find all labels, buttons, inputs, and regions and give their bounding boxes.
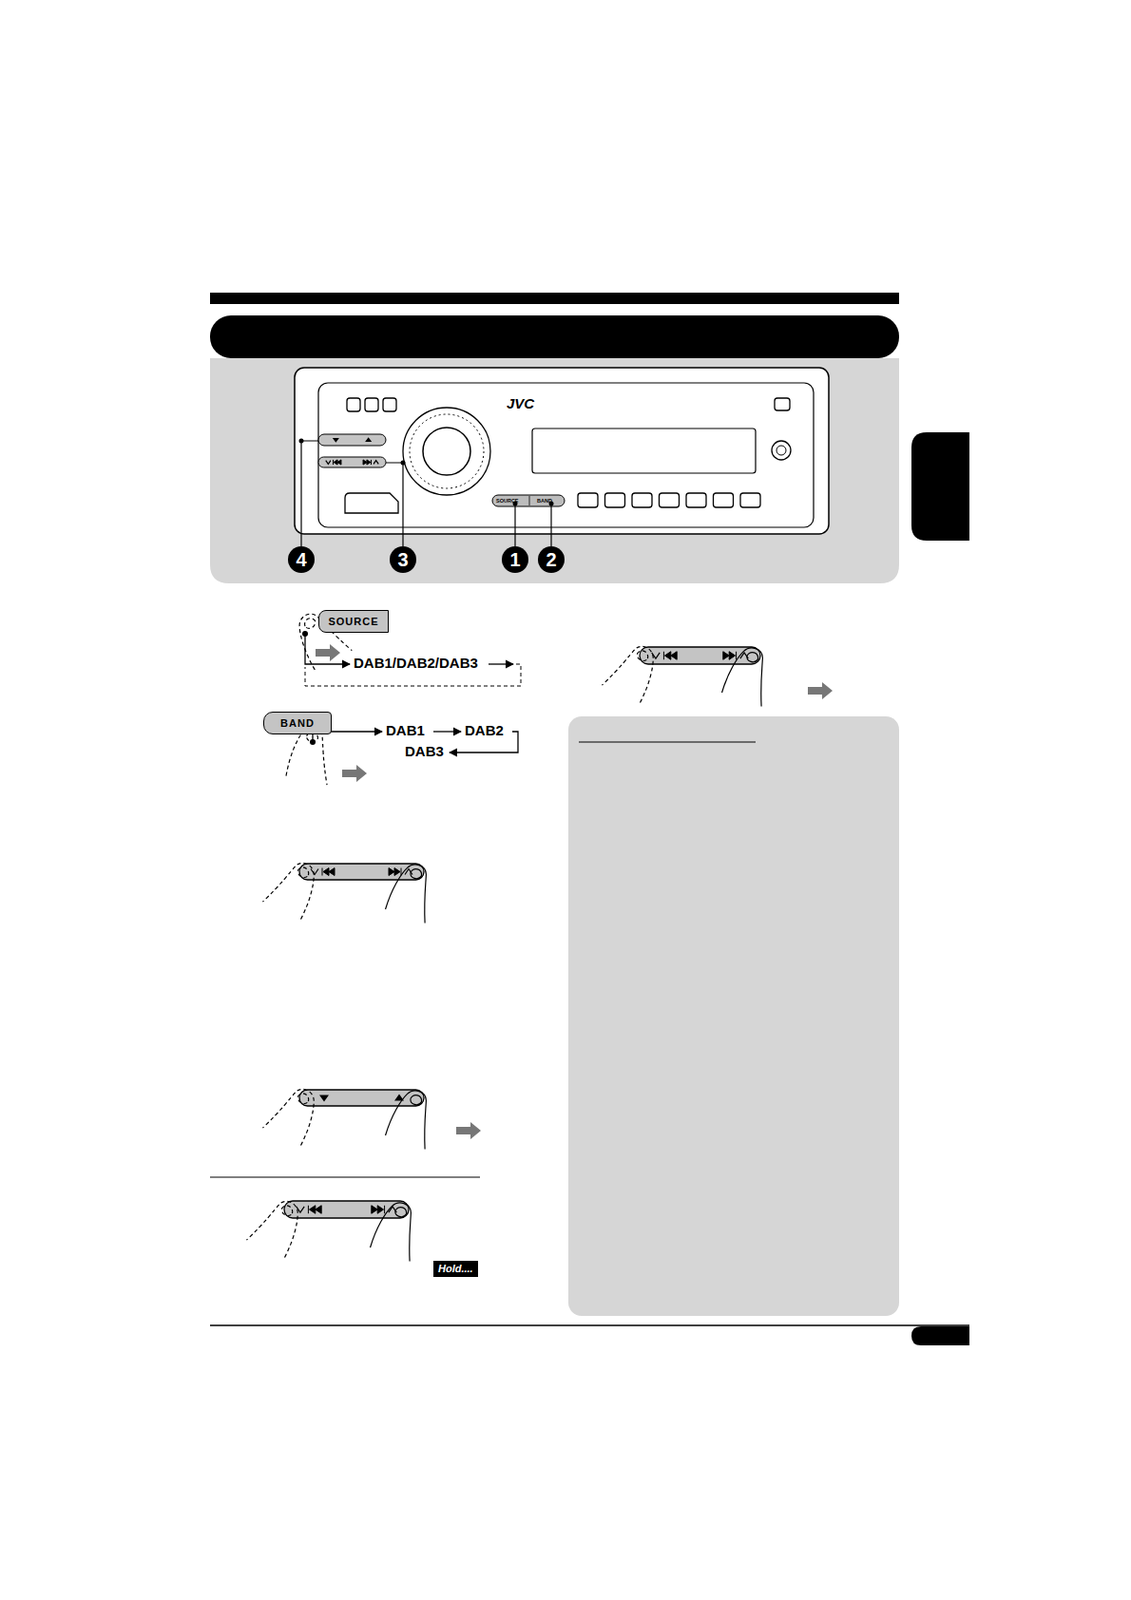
- source-band-buttons: [492, 495, 565, 507]
- node-text: 4: [295, 550, 307, 570]
- preset-button: [713, 493, 734, 508]
- control-dial: [402, 407, 491, 496]
- node-text: BAND: [280, 718, 315, 729]
- figure-panel: [210, 358, 900, 584]
- finger: [384, 1086, 444, 1152]
- skip-buttons: [639, 647, 761, 665]
- button: [383, 398, 397, 412]
- flow-arrow: [433, 730, 461, 732]
- detach-button: [345, 493, 399, 514]
- preset-button: [659, 493, 680, 508]
- page-tab: [911, 1326, 970, 1346]
- leader-line: [301, 440, 319, 547]
- node-text: 3: [397, 550, 408, 570]
- preset-button: [740, 493, 761, 508]
- control-dial: [422, 427, 471, 476]
- preset-button: [605, 493, 626, 508]
- preset-button: [686, 493, 707, 508]
- button-label: SOURCE: [496, 498, 519, 504]
- callout-number: 2: [537, 546, 565, 574]
- button: [774, 398, 790, 411]
- finger: [384, 860, 444, 926]
- flow-arrow: [488, 663, 514, 665]
- rule: [210, 1324, 970, 1327]
- faceplate-outer: [294, 367, 829, 535]
- aux-jack: [776, 445, 786, 456]
- preset-button: [632, 493, 652, 508]
- finger: [246, 1192, 306, 1259]
- button: [346, 398, 361, 412]
- illustration-parts: [246, 434, 833, 1264]
- source-button: SOURCE: [318, 610, 389, 633]
- finger: [262, 1080, 322, 1147]
- skip-buttons: [318, 457, 386, 468]
- band-name: DAB2: [464, 723, 504, 740]
- press-arrow: [456, 1122, 481, 1140]
- callout-number: 1: [501, 546, 529, 574]
- press-arrow: [315, 644, 341, 662]
- aux-jack: [771, 440, 791, 461]
- brand-logo: JVC: [506, 396, 535, 413]
- button-divider: [529, 496, 531, 506]
- node-text: Hold....: [438, 1264, 474, 1275]
- control-dial: [409, 414, 484, 489]
- flow-arrow: [305, 633, 350, 665]
- note-panel: [568, 716, 900, 1317]
- node-text: SOURCE: [327, 616, 379, 628]
- button-label: BAND: [536, 498, 553, 504]
- preset-buttons: [577, 493, 761, 508]
- faceplate-inner: [318, 383, 814, 528]
- band-name: DAB1: [385, 723, 425, 740]
- title-band: [210, 315, 900, 359]
- callout-number: 4: [287, 546, 315, 574]
- callout-number: 3: [389, 546, 417, 574]
- finger: [369, 1198, 429, 1265]
- band-button: BAND: [263, 711, 332, 735]
- rule: [578, 741, 756, 743]
- header-bar: [210, 292, 900, 305]
- folder-buttons: [318, 434, 386, 446]
- finger: [601, 637, 661, 704]
- node-text: 1: [509, 550, 520, 570]
- display-window: [532, 428, 756, 474]
- leader-dot: [401, 460, 406, 466]
- band-sequence: DAB1/DAB2/DAB3: [353, 655, 479, 672]
- node-text: 2: [545, 550, 556, 570]
- leader-line: [385, 462, 403, 547]
- finger: [721, 643, 781, 710]
- folder-buttons: [299, 1090, 424, 1107]
- skip-buttons: [284, 1201, 409, 1219]
- button: [364, 398, 379, 412]
- leader-line: [514, 503, 516, 547]
- press-arrow: [342, 765, 367, 783]
- hold-tag: Hold....: [433, 1261, 479, 1278]
- leader-dot: [299, 439, 305, 444]
- skip-buttons: [299, 863, 424, 881]
- press-arrow: [807, 682, 833, 700]
- leader-line: [550, 503, 552, 547]
- side-tab: [911, 432, 970, 541]
- preset-button: [577, 493, 598, 508]
- band-name: DAB3: [404, 744, 444, 761]
- finger: [262, 854, 322, 921]
- rule: [210, 1176, 480, 1178]
